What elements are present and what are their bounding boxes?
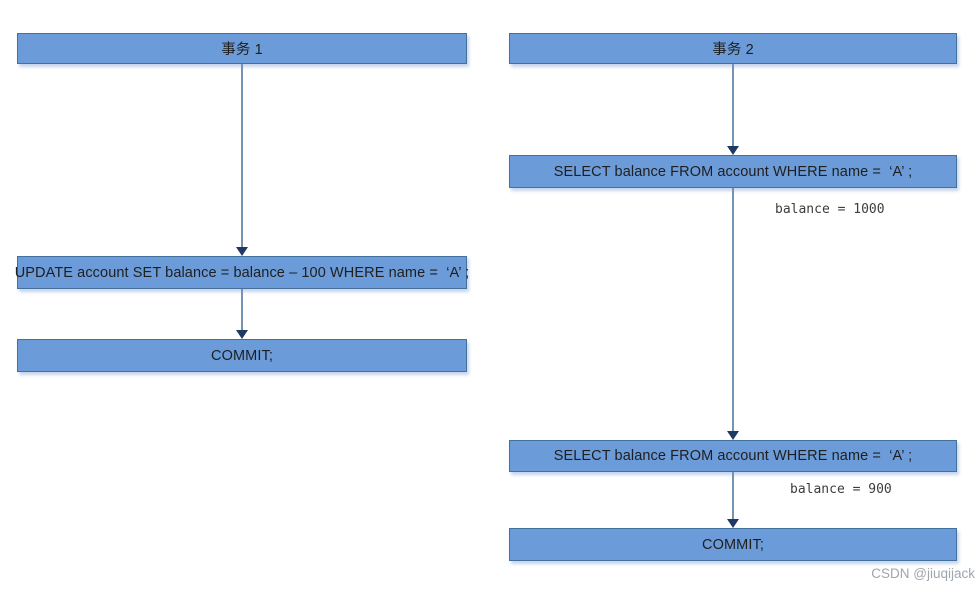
- balance-900-annotation: balance = 900: [790, 482, 892, 497]
- transaction2-title: 事务 2: [712, 42, 754, 58]
- connector-t1-update-to-commit: [241, 289, 243, 330]
- transaction2-commit-label: COMMIT;: [702, 536, 764, 553]
- connector-t1-header-to-update: [241, 64, 243, 247]
- arrowhead-t1-commit: [236, 330, 248, 339]
- transaction2-select1-box: SELECT balance FROM account WHERE name =…: [509, 155, 957, 188]
- transaction1-title: 事务 1: [221, 42, 263, 58]
- balance-1000-annotation: balance = 1000: [775, 202, 885, 217]
- arrowhead-t2-select1: [727, 146, 739, 155]
- connector-t2-header-to-select1: [732, 64, 734, 146]
- csdn-watermark: CSDN @jiuqijack: [871, 566, 975, 581]
- transaction2-select1-label: SELECT balance FROM account WHERE name =…: [553, 163, 913, 180]
- transaction1-update-label: UPDATE account SET balance = balance – 1…: [14, 264, 470, 281]
- transaction1-commit-label: COMMIT;: [211, 347, 273, 364]
- connector-t2-select1-to-select2: [732, 188, 734, 431]
- transaction2-select2-label: SELECT balance FROM account WHERE name =…: [553, 448, 913, 464]
- transaction1-commit-box: COMMIT;: [17, 339, 467, 372]
- transaction2-select2-box: SELECT balance FROM account WHERE name =…: [509, 440, 957, 472]
- transaction1-header-box: 事务 1: [17, 33, 467, 64]
- transaction1-update-box: UPDATE account SET balance = balance – 1…: [14, 256, 470, 289]
- transaction2-header-box: 事务 2: [509, 33, 957, 64]
- arrowhead-t2-commit: [727, 519, 739, 528]
- transaction2-commit-box: COMMIT;: [509, 528, 957, 561]
- connector-t2-select2-to-commit: [732, 472, 734, 519]
- arrowhead-t1-update: [236, 247, 248, 256]
- arrowhead-t2-select2: [727, 431, 739, 440]
